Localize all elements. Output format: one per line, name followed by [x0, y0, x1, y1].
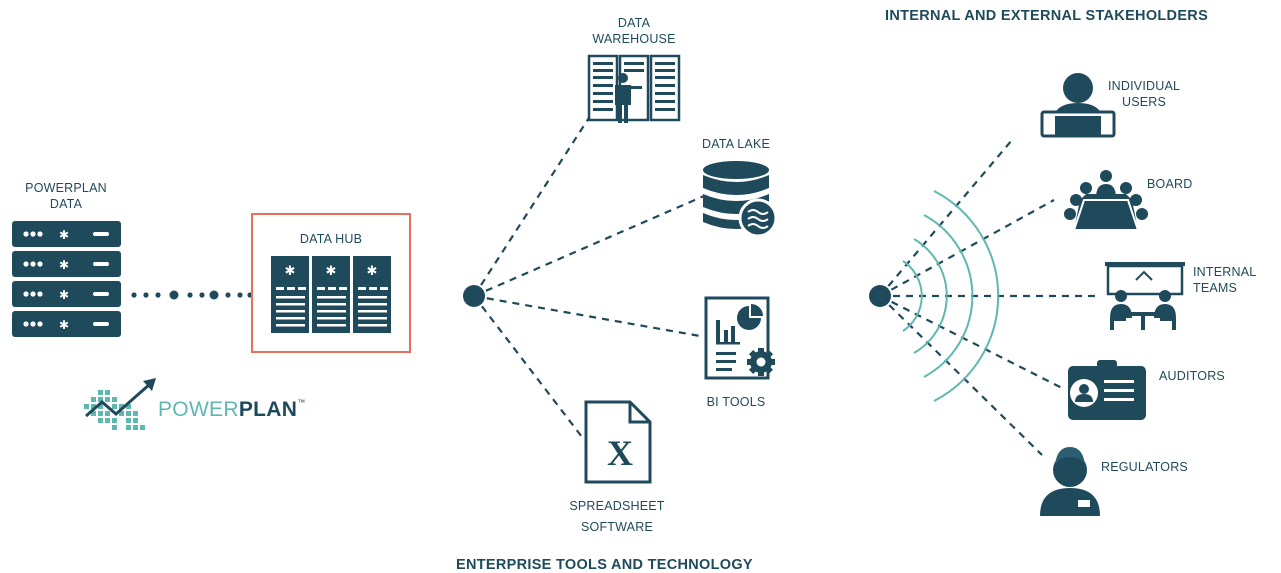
logo-trademark: ™ [297, 398, 306, 407]
svg-text:✱: ✱ [59, 318, 69, 332]
data-hub-label: DATA HUB [299, 232, 363, 246]
board-label: BOARD [1147, 177, 1193, 191]
server-unit: ✱ [12, 311, 121, 337]
logo-word-plan: PLAN [238, 398, 298, 421]
svg-text:✱: ✱ [59, 288, 69, 302]
board-meeting-icon [1064, 170, 1148, 231]
individual-users-label: INDIVIDUAL USERS [1108, 78, 1198, 110]
stakeholders-hub-node [869, 285, 891, 307]
auditor-badge-icon [1068, 360, 1146, 420]
powerplan-data-label-line1: POWERPLAN [25, 181, 107, 195]
regulator-icon [1040, 447, 1100, 516]
data-lake-label: DATA LAKE [701, 137, 771, 151]
auditors-label: AUDITORS [1159, 369, 1225, 383]
individual-users-label-line1: INDIVIDUAL [1108, 79, 1181, 93]
server-unit: ✱ [12, 221, 121, 247]
stakeholder-connectors [879, 139, 1098, 456]
internal-teams-label-line2: TEAMS [1193, 281, 1238, 295]
spreadsheet-x-glyph: X [607, 433, 633, 473]
powerplan-logo-wordmark: POWERPLAN™ [158, 398, 306, 422]
tools-hub-node [463, 285, 485, 307]
spreadsheet-label-line2: SOFTWARE [581, 520, 653, 534]
powerplan-data-label: POWERPLAN DATA [14, 180, 118, 212]
internal-teams-label: INTERNAL TEAMS [1193, 264, 1273, 296]
powerplan-logo-mark-icon [84, 378, 156, 430]
tools-connectors [473, 109, 705, 438]
svg-text:✱: ✱ [59, 258, 69, 272]
broadcast-arcs [902, 190, 1000, 402]
stakeholders-title: INTERNAL AND EXTERNAL STAKEHOLDERS [885, 8, 1209, 24]
spreadsheet-icon [584, 400, 652, 484]
bi-tools-icon [704, 296, 775, 380]
svg-text:✱: ✱ [367, 264, 378, 279]
source-to-hub-connector [131, 290, 253, 300]
logo-word-power: POWER [158, 398, 239, 421]
data-warehouse-label-line2: WAREHOUSE [592, 32, 676, 46]
data-warehouse-icon [587, 54, 681, 123]
server-unit: ✱ [12, 281, 121, 307]
individual-user-icon [1040, 73, 1116, 138]
internal-teams-label-line1: INTERNAL [1193, 265, 1257, 279]
data-warehouse-label: DATA WAREHOUSE [572, 15, 696, 47]
spreadsheet-label: SPREADSHEET SOFTWARE [552, 496, 682, 538]
server-unit: ✱ [12, 251, 121, 277]
individual-users-label-line2: USERS [1122, 95, 1167, 109]
enterprise-tools-title: ENTERPRISE TOOLS AND TECHNOLOGY [456, 557, 753, 573]
spreadsheet-label-line1: SPREADSHEET [569, 499, 665, 513]
svg-text:✱: ✱ [59, 228, 69, 242]
regulators-label: REGULATORS [1101, 460, 1188, 474]
data-warehouse-label-line1: DATA [617, 16, 651, 30]
svg-text:✱: ✱ [285, 264, 296, 279]
data-hub-icon: ✱ ✱ ✱ [271, 256, 391, 333]
powerplan-data-label-line2: DATA [49, 197, 83, 211]
svg-text:✱: ✱ [326, 264, 337, 279]
internal-teams-icon [1105, 262, 1185, 330]
bi-tools-label: BI TOOLS [706, 395, 766, 409]
data-lake-icon [703, 161, 778, 238]
powerplan-server-stack-icon: ✱ ✱ ✱ ✱ [12, 221, 121, 337]
